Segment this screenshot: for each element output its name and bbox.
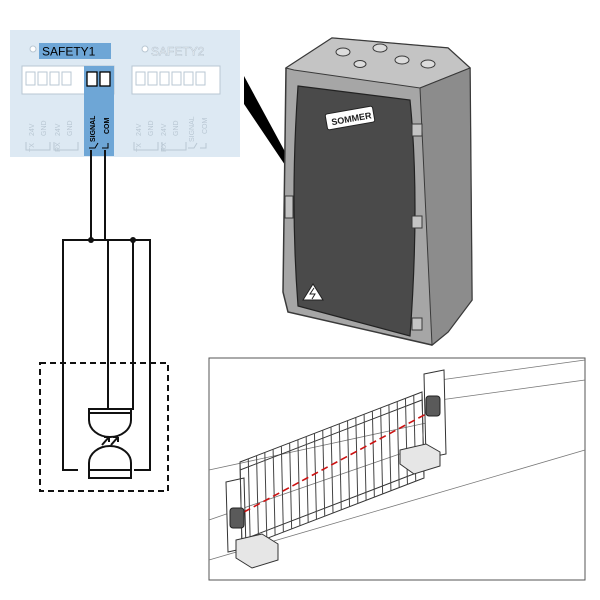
junction-dot bbox=[130, 237, 136, 243]
gate-bar bbox=[256, 455, 260, 542]
pin-label: 24V bbox=[29, 123, 36, 136]
photocell-left bbox=[229, 507, 245, 529]
gate-bar bbox=[363, 414, 367, 501]
drive-units bbox=[235, 443, 441, 569]
cable-glands bbox=[335, 43, 436, 69]
safety1-screw-terminals bbox=[25, 71, 72, 86]
terminal-screw bbox=[183, 71, 194, 86]
gate-bar bbox=[313, 433, 317, 520]
safety2-screw-terminals bbox=[135, 71, 206, 86]
terminal-screw-com bbox=[99, 71, 111, 87]
gate-photocells bbox=[229, 395, 441, 529]
drive-unit-left bbox=[235, 533, 279, 569]
terminal-screw bbox=[147, 71, 158, 86]
gate-bar bbox=[289, 442, 293, 529]
pin-label: GND bbox=[148, 120, 155, 136]
rx-bracket bbox=[53, 142, 79, 151]
pin-label-signal: SIGNAL bbox=[90, 115, 97, 142]
terminal-screw-signal bbox=[86, 71, 98, 87]
pin-label-com: COM bbox=[104, 118, 111, 135]
photocell-enclosure bbox=[39, 362, 169, 492]
drive-unit-right bbox=[399, 443, 441, 475]
gate-bar bbox=[247, 458, 251, 545]
gate-illustration bbox=[208, 357, 586, 581]
gate-bar bbox=[264, 452, 268, 539]
safety1-label: SAFETY1 bbox=[42, 45, 96, 59]
gate-bar bbox=[347, 420, 351, 507]
gate-bar bbox=[355, 417, 359, 504]
photocell-beam bbox=[243, 413, 427, 513]
rx-label: RX bbox=[55, 142, 62, 152]
tx-bracket bbox=[133, 142, 159, 151]
photocell-receiver-icon bbox=[88, 445, 132, 479]
safety2-label: SAFETY2 bbox=[151, 45, 205, 59]
wiring bbox=[62, 150, 151, 471]
tx-label: TX bbox=[29, 143, 36, 152]
gate-bar bbox=[330, 426, 334, 514]
photocell-pair bbox=[39, 362, 169, 492]
mounting-clips bbox=[284, 123, 423, 331]
safety2-led bbox=[141, 45, 149, 53]
warning-icon bbox=[302, 283, 324, 301]
gate-bar bbox=[305, 436, 309, 523]
gate-bar bbox=[396, 401, 400, 488]
photocell-transmitter-icon bbox=[88, 408, 132, 438]
gate-bar bbox=[322, 430, 326, 517]
pin-label: GND bbox=[173, 120, 180, 136]
pin-label: GND bbox=[67, 120, 74, 136]
pin-label: 24V bbox=[161, 123, 168, 136]
gate-bar bbox=[239, 461, 243, 549]
photocell-right bbox=[425, 395, 441, 417]
safety1-tx-rx-brackets bbox=[25, 142, 109, 151]
wire-com bbox=[104, 150, 151, 471]
tx-bracket bbox=[25, 142, 51, 151]
pin-label: 24V bbox=[136, 123, 143, 136]
rx-label: RX bbox=[161, 142, 168, 152]
terminal-screw bbox=[171, 71, 182, 86]
gate-bar bbox=[297, 439, 301, 526]
pin-label: GND bbox=[41, 120, 48, 136]
rx-bracket bbox=[161, 142, 187, 151]
housing-front-panel bbox=[293, 85, 416, 337]
housing-side bbox=[419, 67, 473, 347]
terminal-screw bbox=[61, 71, 72, 86]
terminal-screw bbox=[159, 71, 170, 86]
safety2-tx-rx-brackets bbox=[133, 142, 207, 151]
gate-bars bbox=[239, 391, 425, 549]
contact-symbol bbox=[89, 142, 109, 149]
gate-bar bbox=[404, 398, 408, 485]
tx-label: TX bbox=[136, 143, 143, 152]
wire-junctions bbox=[88, 237, 136, 243]
gate-bar bbox=[280, 446, 284, 533]
pin-label: 24V bbox=[55, 123, 62, 136]
brand-plate bbox=[324, 105, 376, 131]
pin-label: SIGNAL bbox=[189, 116, 196, 142]
terminal-screw bbox=[49, 71, 60, 86]
gate-bar bbox=[380, 407, 384, 494]
gate-bar bbox=[272, 449, 276, 536]
safety-board: SAFETY1 SAFETY2 24V GND 24V GND SIGNAL C… bbox=[10, 30, 240, 157]
gate-bar bbox=[371, 411, 375, 498]
safety1-label-highlight bbox=[39, 43, 111, 59]
safety1-led bbox=[29, 45, 37, 53]
terminal-screw bbox=[195, 71, 206, 86]
pin-label: COM bbox=[202, 118, 209, 135]
safety2-pin-labels: 24V GND 24V GND SIGNAL COM bbox=[136, 116, 209, 142]
terminal-screw bbox=[25, 71, 36, 86]
control-housing: SOMMER bbox=[282, 37, 473, 347]
photocell-beam-arrows bbox=[101, 436, 119, 446]
safety1-pin-labels: 24V GND 24V GND SIGNAL COM bbox=[29, 115, 111, 142]
junction-dot bbox=[88, 237, 94, 243]
contact-symbol bbox=[188, 142, 207, 149]
terminal-screw bbox=[37, 71, 48, 86]
safety1-active-terminals bbox=[86, 71, 111, 87]
gate-bar bbox=[338, 423, 342, 510]
terminal-screw bbox=[135, 71, 146, 86]
gate-bar bbox=[388, 404, 392, 491]
